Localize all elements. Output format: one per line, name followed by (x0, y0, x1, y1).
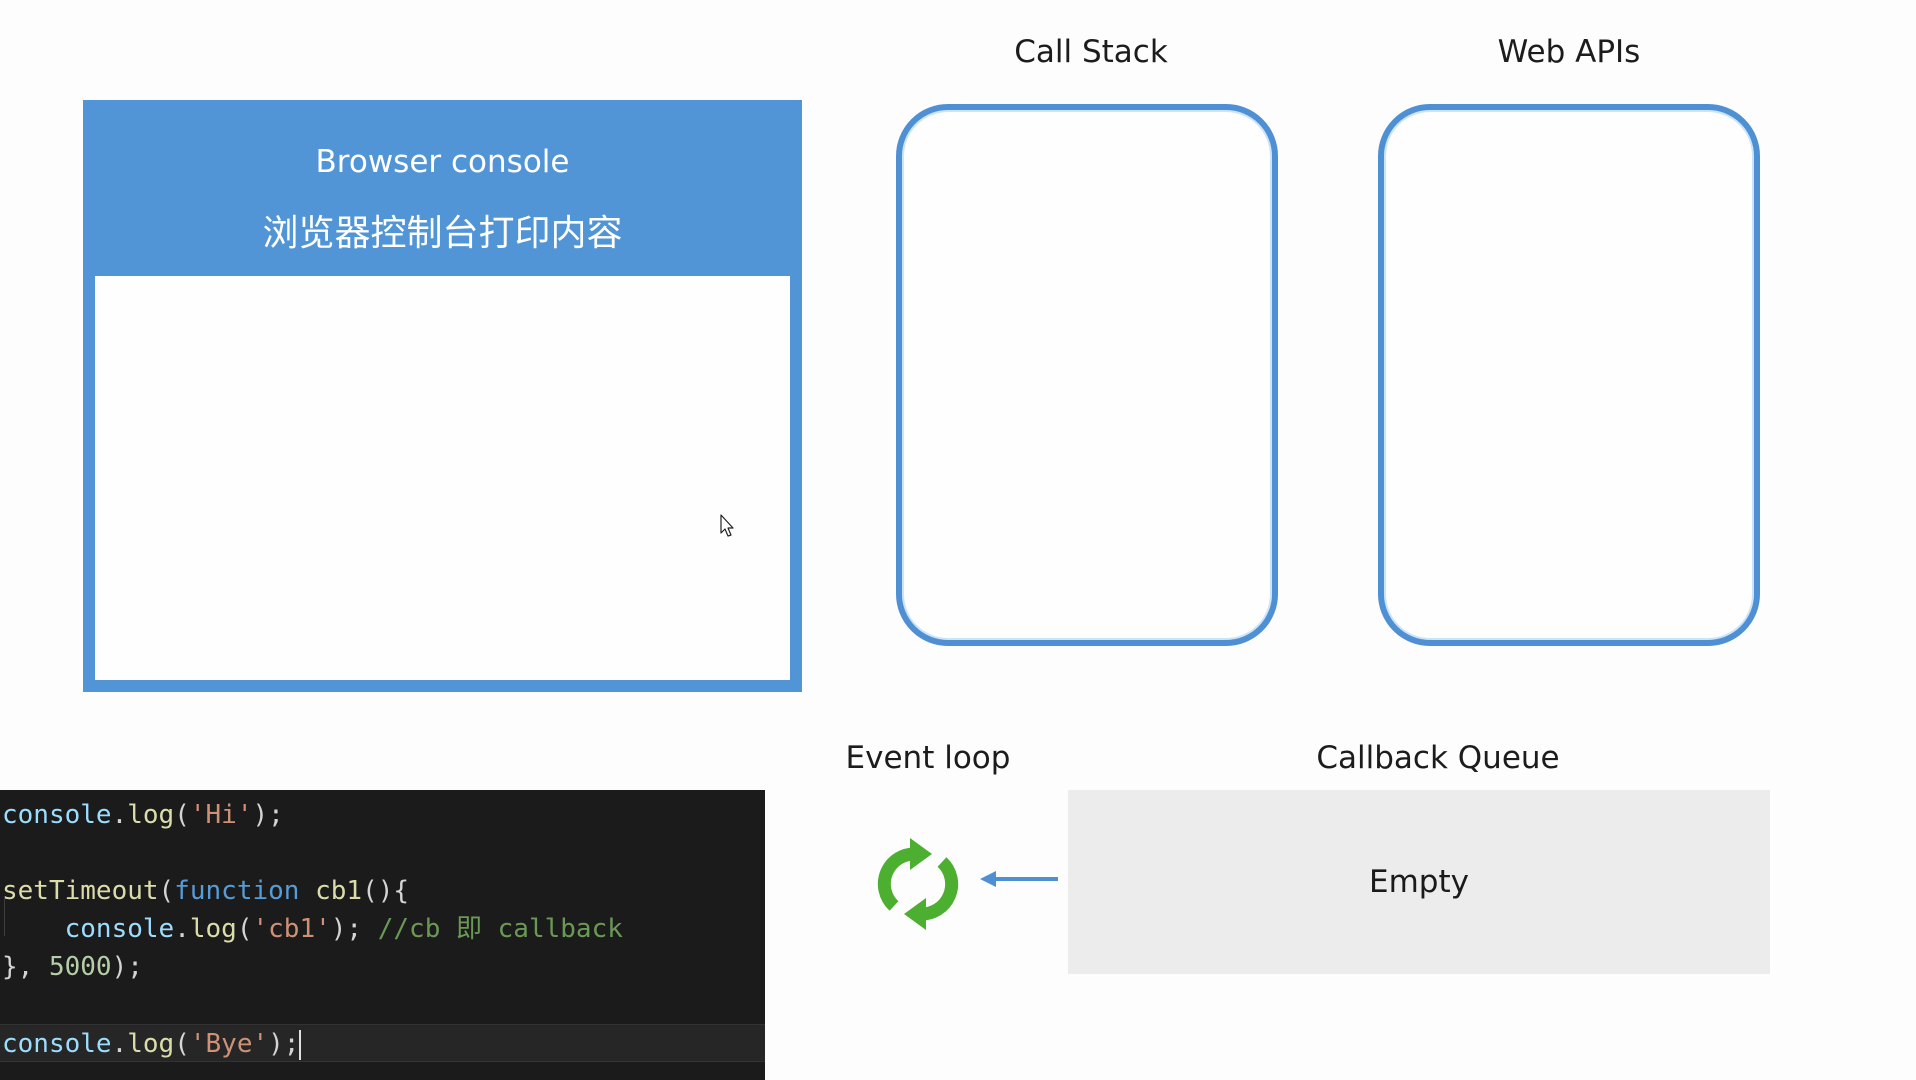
code-token: ( (174, 1029, 190, 1059)
call-stack-label: Call Stack (1014, 34, 1168, 70)
callback-queue-empty-text: Empty (1369, 864, 1469, 900)
code-token: 5000 (48, 952, 112, 982)
code-token: . (111, 1029, 128, 1059)
code-token: 'Bye' (189, 1029, 269, 1059)
mouse-cursor-icon (720, 514, 734, 537)
code-token: ( (236, 914, 253, 944)
code-token: log (127, 1029, 175, 1059)
indent-guide (4, 896, 5, 936)
code-line-3: setTimeout(function cb1(){ (0, 872, 765, 910)
code-line-7: console.log('Bye'); (0, 1024, 765, 1062)
code-token: . (174, 914, 190, 944)
code-token: ); (111, 952, 143, 982)
console-output-area (95, 276, 790, 680)
code-line-5: }, 5000); (0, 948, 765, 986)
code-token: ); (268, 1029, 300, 1059)
code-token: log (127, 800, 175, 830)
browser-console-panel: Browser console 浏览器控制台打印内容 (83, 100, 802, 692)
refresh-cycle-icon (877, 838, 959, 930)
call-stack-box (896, 104, 1278, 646)
web-apis-label: Web APIs (1497, 34, 1641, 70)
code-token: console (2, 1029, 112, 1059)
text-caret (299, 1029, 302, 1060)
code-token: }, (2, 952, 49, 982)
code-token: 'cb1' (252, 914, 331, 944)
event-loop-label: Event loop (845, 740, 1011, 776)
code-token: console (2, 800, 112, 830)
console-subtitle: 浏览器控制台打印内容 (262, 213, 623, 254)
code-token: (){ (362, 876, 410, 906)
code-token: cb1 (315, 876, 363, 906)
code-token: function (174, 876, 300, 906)
code-token: ( (158, 876, 175, 906)
code-editor[interactable]: console.log('Hi'); setTimeout(function c… (0, 790, 765, 1080)
code-line-2 (0, 834, 765, 872)
code-token (362, 914, 378, 944)
code-comment: //cb 即 callback (377, 914, 623, 944)
code-token: . (111, 800, 128, 830)
console-title: Browser console (315, 144, 570, 180)
code-token: ( (174, 800, 190, 830)
code-token: ); (330, 914, 363, 944)
callback-queue-label: Callback Queue (1316, 740, 1560, 776)
code-line-1: console.log('Hi'); (0, 796, 765, 834)
code-token (299, 876, 315, 906)
code-line-4: console.log('cb1'); //cb 即 callback (0, 910, 765, 948)
code-token: 'Hi' (189, 800, 253, 830)
code-token: setTimeout (2, 876, 159, 906)
code-line-6 (0, 986, 765, 1024)
code-token (2, 914, 65, 944)
code-token: log (189, 914, 237, 944)
arrow-left-icon (980, 871, 1058, 887)
web-apis-box (1378, 104, 1760, 646)
code-token: ); (252, 800, 284, 830)
code-token: console (64, 914, 175, 944)
callback-queue-box: Empty (1068, 790, 1770, 974)
